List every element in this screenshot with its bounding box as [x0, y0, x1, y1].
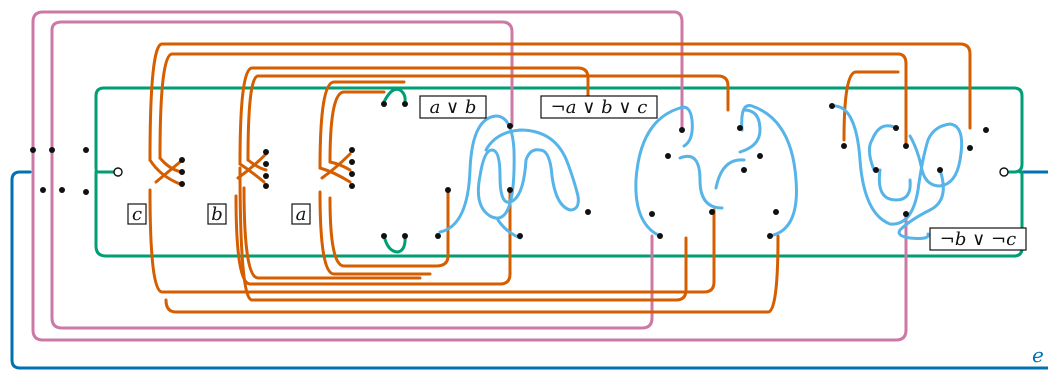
- variable-label-c: c: [127, 203, 147, 225]
- clause-label-3: ¬b ∨ ¬c: [929, 227, 1027, 251]
- clause-label-2-text: ¬a ∨ b ∨ c: [551, 97, 648, 118]
- open-endpoints: [113, 167, 1009, 177]
- edge-label-e: e: [1032, 343, 1044, 367]
- clause-label-1: a ∨ b: [419, 95, 487, 119]
- variable-label-a-text: a: [296, 204, 307, 225]
- variable-label-b: b: [207, 203, 227, 225]
- pink-loops: [31, 10, 908, 342]
- variable-label-c-text: c: [132, 204, 142, 225]
- orange-strands: [148, 42, 972, 314]
- clause-label-3-text: ¬b ∨ ¬c: [940, 229, 1016, 250]
- green-loop: [94, 86, 1024, 258]
- variable-label-a: a: [291, 203, 311, 225]
- clause-label-1-text: a ∨ b: [430, 97, 477, 118]
- clause-curves: [438, 104, 964, 240]
- variable-label-b-text: b: [211, 204, 223, 225]
- clause-label-2: ¬a ∨ b ∨ c: [540, 95, 658, 119]
- terminal-dots: [30, 101, 989, 239]
